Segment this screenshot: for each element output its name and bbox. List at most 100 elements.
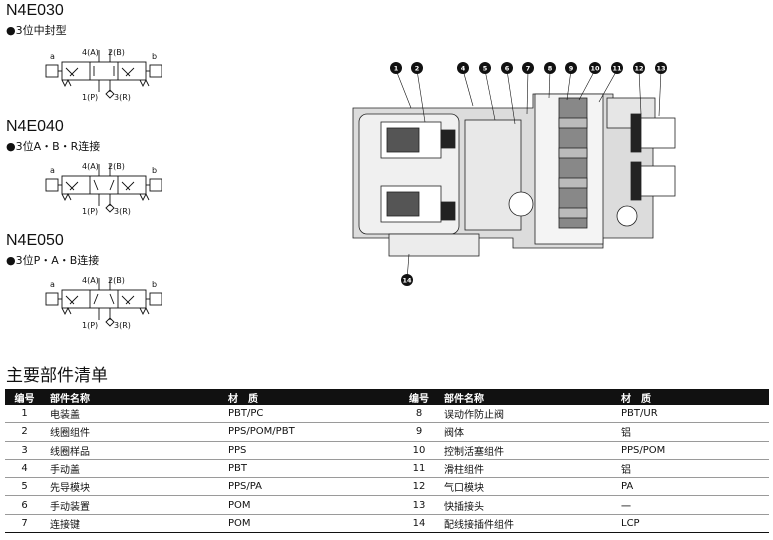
callout-marker — [655, 62, 667, 74]
symbol-label-b: b — [152, 52, 157, 61]
table-row: 2 线圈组件 PPS/POM/PBT 9 阀体 铝 — [5, 422, 769, 442]
symbol-port-4: 4(A) — [82, 276, 99, 285]
cell-material: PBT — [222, 459, 400, 479]
symbol-port-3: 3(R) — [114, 93, 131, 102]
callout-number: 5 — [483, 65, 488, 73]
callout-markers: 1 2 4 5 6 7 8 9 10 11 12 13 14 — [390, 62, 667, 286]
cell-part-name: 快插接头 — [438, 495, 615, 515]
cell-part-name: 控制活塞组件 — [438, 441, 615, 460]
cell-part-name: 线圈组件 — [44, 422, 222, 442]
cell-part-name: 先导模块 — [44, 477, 222, 497]
cell-number: 12 — [400, 477, 438, 497]
cell-number: 4 — [5, 459, 44, 479]
cell-part-name: 滑柱组件 — [438, 459, 615, 479]
header-part-name: 部件名称 — [44, 389, 222, 405]
cell-material: POM — [222, 514, 400, 534]
callout-number: 11 — [612, 65, 622, 73]
header-material: 材 质 — [222, 389, 400, 405]
callout-number: 12 — [634, 65, 643, 73]
cell-material: PA — [615, 477, 769, 497]
table-row: 4 手动盖 PBT 11 滑柱组件 铝 — [5, 459, 769, 479]
cell-number: 6 — [5, 495, 44, 515]
model-desc-1: ●3位中封型 — [6, 24, 67, 37]
callout-number: 2 — [415, 65, 420, 73]
callout-number: 13 — [656, 65, 665, 73]
cell-number: 11 — [400, 459, 438, 479]
callout-number: 7 — [526, 65, 531, 73]
callout-marker — [390, 62, 402, 74]
callout-marker — [522, 62, 534, 74]
callout-marker — [411, 62, 423, 74]
symbol-label-b: b — [152, 280, 157, 289]
cell-number: 13 — [400, 495, 438, 515]
cell-part-name: 电装盖 — [44, 405, 222, 424]
symbol-port-2: 2(B) — [108, 48, 125, 57]
cell-part-name: 阀体 — [438, 422, 615, 442]
callout-marker — [611, 62, 623, 74]
cell-part-name: 连接键 — [44, 514, 222, 534]
symbol-port-3: 3(R) — [114, 207, 131, 216]
model-desc-2: ●3位A・B・R连接 — [6, 140, 101, 153]
cell-material: 铝 — [615, 422, 769, 442]
model-code-2: N4E040 — [6, 118, 64, 135]
symbol-label-a: a — [50, 52, 55, 61]
cell-material: PPS/POM — [615, 441, 769, 460]
symbol-port-1: 1(P) — [82, 321, 98, 330]
cell-part-name: 手动盖 — [44, 459, 222, 479]
callout-number: 4 — [461, 65, 466, 73]
parts-list-title: 主要部件清单 — [6, 366, 108, 386]
model-desc-3: ●3位P・A・B连接 — [6, 254, 100, 267]
cell-number: 14 — [400, 514, 438, 534]
cell-material: PBT/UR — [615, 405, 769, 424]
cell-material: LCP — [615, 514, 769, 534]
cell-material: PPS — [222, 441, 400, 460]
parts-table: 编号 部件名称 材 质 编号 部件名称 材 质 1 电装盖 PBT/PC 8 误… — [5, 389, 769, 534]
callout-number: 10 — [590, 65, 600, 73]
symbol-label-a: a — [50, 280, 55, 289]
callout-number: 14 — [402, 277, 412, 285]
cell-part-name: 手动装置 — [44, 495, 222, 515]
table-row: 6 手动装置 POM 13 快插接头 一 — [5, 495, 769, 515]
cell-number: 9 — [400, 422, 438, 442]
cell-material: PPS/POM/PBT — [222, 422, 400, 442]
header-number: 编号 — [5, 389, 44, 405]
symbol-port-4: 4(A) — [82, 162, 99, 171]
callout-marker — [565, 62, 577, 74]
table-row: 1 电装盖 PBT/PC 8 误动作防止阀 PBT/UR — [5, 405, 769, 424]
callout-marker — [401, 274, 413, 286]
symbol-port-4: 4(A) — [82, 48, 99, 57]
cell-material: 一 — [615, 495, 769, 515]
symbol-port-1: 1(P) — [82, 93, 98, 102]
callout-marker — [633, 62, 645, 74]
symbol-port-1: 1(P) — [82, 207, 98, 216]
callout-marker — [479, 62, 491, 74]
callout-number: 6 — [505, 65, 510, 73]
cell-material: PPS/PA — [222, 477, 400, 497]
header-part-name: 部件名称 — [438, 389, 615, 405]
cell-material: 铝 — [615, 459, 769, 479]
table-header-row: 编号 部件名称 材 质 编号 部件名称 材 质 — [5, 389, 769, 405]
callout-leaders — [395, 69, 662, 281]
cell-part-name: 线圈样品 — [44, 441, 222, 460]
cell-number: 5 — [5, 477, 44, 497]
table-row: 3 线圈样品 PPS 10 控制活塞组件 PPS/POM — [5, 441, 769, 460]
callout-number: 1 — [394, 65, 399, 73]
table-row: 7 连接键 POM 14 配线接插件组件 LCP — [5, 514, 769, 534]
cell-number: 8 — [400, 405, 438, 424]
cell-part-name: 配线接插件组件 — [438, 514, 615, 534]
valve-body-drawing — [352, 93, 676, 257]
header-number: 编号 — [400, 389, 438, 405]
symbol-port-2: 2(B) — [108, 276, 125, 285]
cell-part-name: 气口模块 — [438, 477, 615, 497]
callout-number: 9 — [569, 65, 574, 73]
symbol-label-b: b — [152, 166, 157, 175]
cell-number: 1 — [5, 405, 44, 424]
callout-marker — [457, 62, 469, 74]
cell-number: 7 — [5, 514, 44, 534]
callout-marker — [589, 62, 601, 74]
cell-material: PBT/PC — [222, 405, 400, 424]
cell-part-name: 误动作防止阀 — [438, 405, 615, 424]
callout-marker — [544, 62, 556, 74]
cell-number: 2 — [5, 422, 44, 442]
valve-symbol-1: a b 4(A) 2(B) 1(P) 3(R) — [45, 48, 162, 102]
